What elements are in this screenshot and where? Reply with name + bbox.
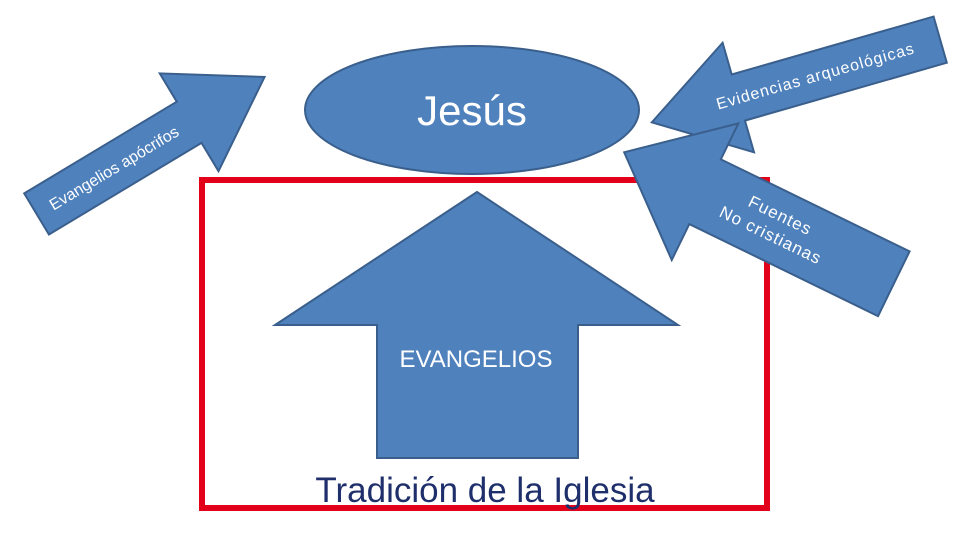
jesus-ellipse: [304, 45, 640, 175]
evangelios-label: EVANGELIOS: [400, 346, 553, 373]
evangelios-arrow: [271, 190, 682, 459]
arqueologicas-arrow: Evidencias arqueológicas: [650, 15, 949, 154]
apocrifos-arrow: Evangelios apócrifos: [22, 72, 267, 236]
jesus-label: Jesús: [417, 87, 527, 134]
no-cristianas-arrow-shape: [622, 121, 911, 318]
apocrifos-arrow-shape: [22, 72, 267, 236]
tradition-label: Tradición de la Iglesia: [315, 471, 655, 510]
tradition-frame: [199, 177, 770, 511]
